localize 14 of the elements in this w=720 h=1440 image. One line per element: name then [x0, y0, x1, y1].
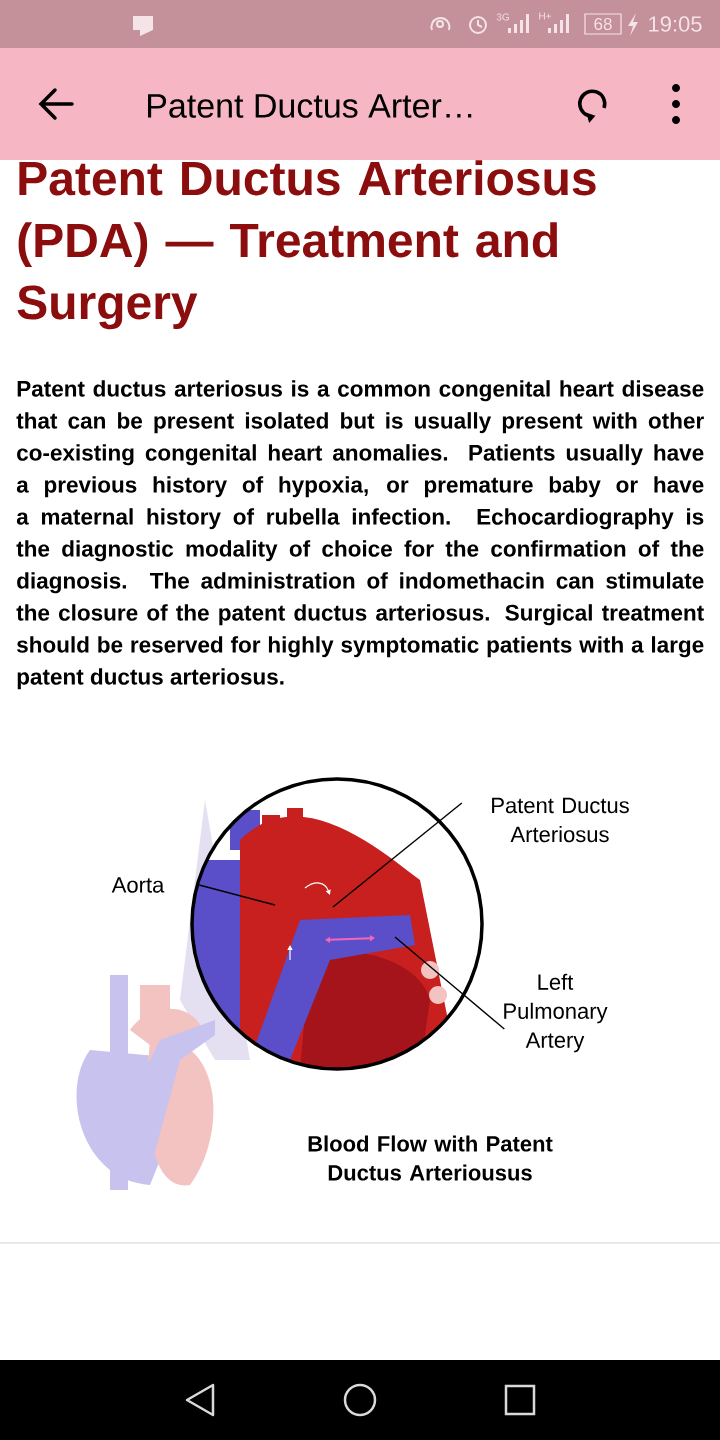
figure-caption: Blood Flow with Patent Ductus Arteriousus	[308, 1135, 553, 1181]
leader-line	[394, 936, 505, 1030]
paragraph: Patent ductus arteriosus is a common congenital heart disease that can be present isolated but is usually present with other co-existing congenital heart anomalies. Patients usually have a previous history of hypoxia, or premature baby or have a maternal history of rubella infection. Echocardiography is the diagnostic modality of choice for the confirmation of the diagnosis. The administration of indomethacin can stimulate the closure of the patent ductus arteriosus. Surgical treatment should be reserved for highly symptomatic patients with a large patent ductus arteriosus.	[16, 380, 704, 690]
leader-line	[198, 884, 276, 906]
callout-label: Patent Ductus Arteriosus	[492, 797, 629, 843]
heading: Patent Ductus Arteriosus (PDA) — Treatment and Surgery	[17, 160, 596, 330]
network-type-text: 3G	[496, 13, 509, 21]
network-type-text: H+	[539, 12, 552, 20]
clock-text: 19:05	[649, 16, 702, 32]
callout-label: Left Pulmonary Artery	[504, 973, 608, 1053]
battery-indicator: 68	[584, 13, 622, 35]
callout-label: Aorta	[111, 877, 165, 893]
leader-line	[332, 802, 463, 908]
page-title: Patent Ductus Arter…	[148, 94, 472, 118]
